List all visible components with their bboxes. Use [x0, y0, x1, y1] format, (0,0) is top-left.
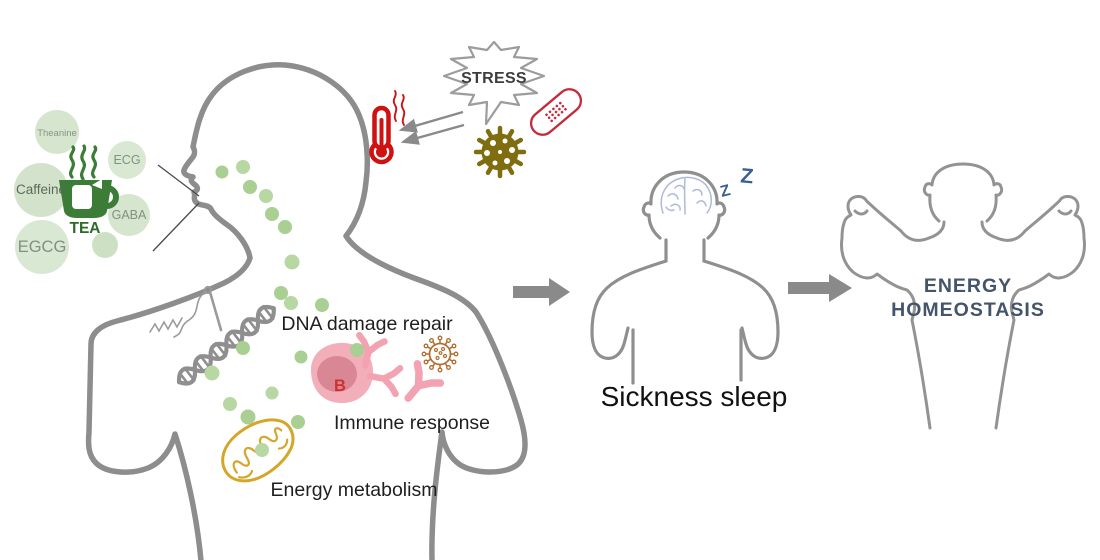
arrow-right-icon [788, 274, 852, 302]
outcome-line1: ENERGY [924, 275, 1012, 297]
dna-damage-repair-label: DNA damage repair [281, 313, 453, 335]
teabag-tag [92, 179, 102, 189]
steam-icon [68, 144, 98, 181]
z-small: Z [719, 182, 733, 201]
tea-cup-icon [59, 144, 119, 218]
bubble-egcg [15, 220, 69, 274]
bubble-gaba [108, 194, 150, 236]
teabag [72, 185, 92, 209]
compound-label-caffeine: Caffeine [16, 182, 66, 197]
stressor-arrows [398, 110, 465, 145]
sleeping-person-outline [590, 170, 780, 385]
bandaid-icon [529, 88, 583, 136]
dna-repair-needle-icon [149, 285, 223, 338]
virus-icon [473, 125, 527, 179]
virus-outline-icon [421, 335, 459, 373]
bubble-caffeine [14, 163, 68, 217]
bubble-ecg [108, 141, 146, 179]
compound-label-theanine: Theanine [37, 128, 77, 139]
compound-label-egcg: EGCG [18, 238, 67, 256]
tea-label: TEA [70, 220, 101, 237]
thermometer-icon [369, 90, 406, 165]
compound-label-gaba: GABA [112, 208, 147, 222]
stress-label: STRESS [461, 70, 527, 87]
stress-burst-icon [442, 40, 546, 126]
heat-waves-icon [392, 90, 406, 126]
compound-dots [204, 160, 364, 457]
brain-icon [660, 176, 712, 215]
b-cell-icon [311, 342, 374, 404]
energy-metabolism-label: Energy metabolism [271, 479, 438, 501]
bubble-small [92, 232, 118, 258]
immune-response-label: Immune response [334, 412, 490, 434]
outcome-line2: HOMEOSTASIS [891, 299, 1045, 321]
bubble-theanine [35, 110, 79, 154]
muscular-person-outline [840, 162, 1086, 430]
z-large: Z [740, 164, 755, 188]
arrow-right-icon [513, 278, 570, 306]
compound-label-ecg: ECG [113, 153, 140, 167]
tea-compound-bubbles [14, 110, 150, 274]
dna-helix-icon [176, 304, 276, 386]
sickness-sleep-caption: Sickness sleep [601, 381, 788, 412]
human-body-outline [85, 62, 528, 560]
tea-to-mouth-lines [152, 164, 200, 252]
b-cell-label: B [334, 377, 346, 395]
